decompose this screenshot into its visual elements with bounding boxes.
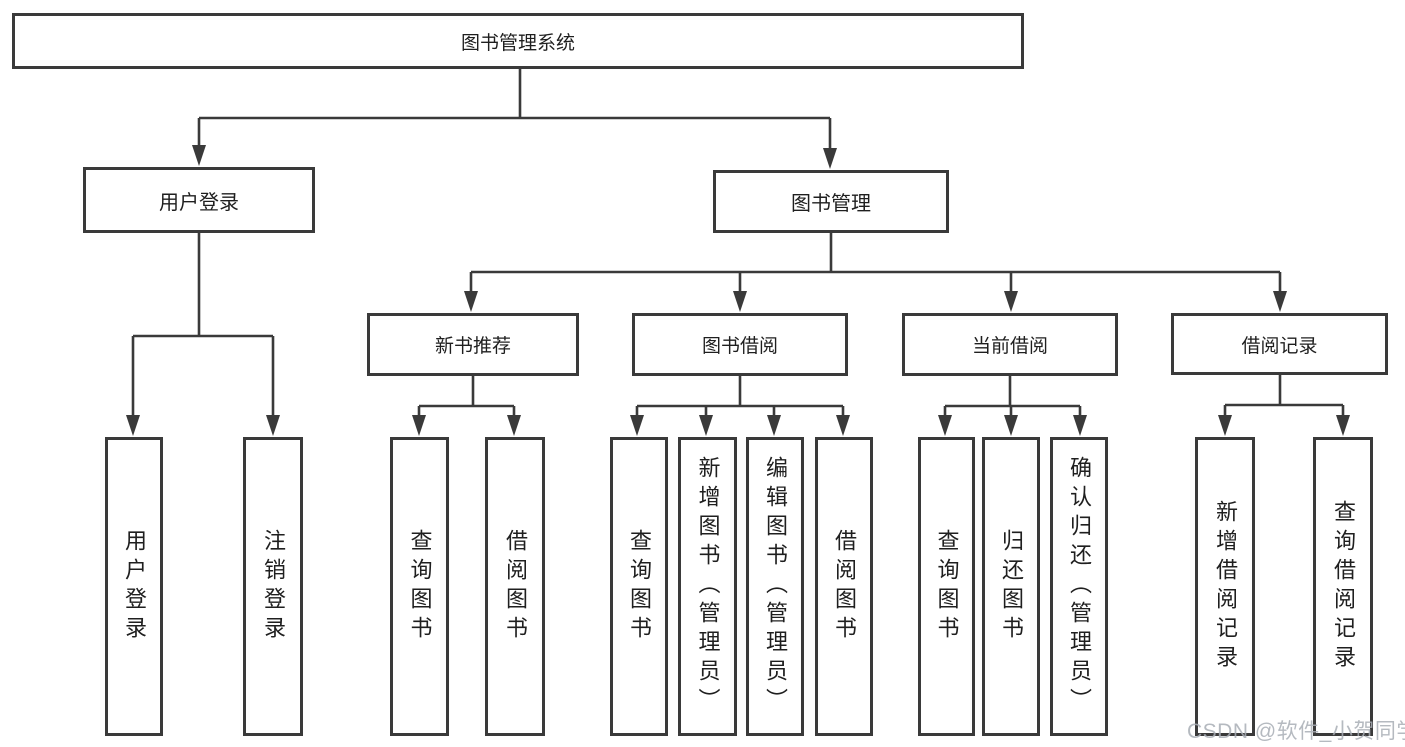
node-book-borrowing: 图书借阅	[632, 313, 848, 376]
node-borrowing-records-label: 借阅记录	[1241, 335, 1318, 357]
node-new-book-recommendation: 新书推荐	[367, 313, 579, 376]
leaf-borrow-books-recommend: 借阅图书	[485, 437, 545, 736]
leaf-query-books-borrow: 查询图书	[610, 437, 668, 736]
leaf-logout: 注销登录	[243, 437, 303, 736]
leaf-query-books-recommend: 查询图书	[390, 437, 449, 736]
leaf-query-books-current: 查询图书	[918, 437, 975, 736]
leaf-edit-book-admin-label: 编辑图书（管理员）	[763, 456, 788, 717]
leaf-borrow-books-recommend-label: 借阅图书	[503, 528, 528, 645]
leaf-user-login-label: 用户登录	[122, 528, 147, 645]
node-borrowing-records: 借阅记录	[1171, 313, 1388, 375]
node-library-management-system-label: 图书管理系统	[460, 32, 575, 54]
leaf-confirm-return-admin: 确认归还（管理员）	[1050, 437, 1108, 736]
leaf-user-login: 用户登录	[105, 437, 163, 736]
leaf-confirm-return-admin-label: 确认归还（管理员）	[1067, 456, 1092, 717]
leaf-return-book: 归还图书	[982, 437, 1040, 736]
node-book-borrowing-label: 图书借阅	[701, 336, 778, 357]
node-new-book-recommendation-label: 新书推荐	[434, 336, 511, 357]
leaf-add-borrow-record-label: 新增借阅记录	[1213, 499, 1238, 674]
node-book-management: 图书管理	[713, 170, 949, 233]
node-user-login: 用户登录	[83, 167, 315, 233]
leaf-query-books-borrow-label: 查询图书	[627, 528, 652, 645]
leaf-borrow-books-label: 借阅图书	[832, 528, 857, 645]
leaf-edit-book-admin: 编辑图书（管理员）	[746, 437, 804, 736]
leaf-return-book-label: 归还图书	[999, 528, 1024, 645]
node-current-borrowing: 当前借阅	[902, 313, 1118, 376]
csdn-watermark: CSDN @软件_小贺同学	[1187, 720, 1405, 743]
leaf-add-book-admin-label: 新增图书（管理员）	[695, 456, 721, 717]
node-library-management-system: 图书管理系统	[12, 13, 1024, 69]
leaf-query-books-current-label: 查询图书	[934, 528, 960, 645]
node-user-login-label: 用户登录	[159, 191, 239, 214]
leaf-logout-label: 注销登录	[261, 528, 286, 645]
leaf-borrow-books: 借阅图书	[815, 437, 873, 736]
leaf-query-borrow-record: 查询借阅记录	[1313, 437, 1373, 736]
leaf-add-book-admin: 新增图书（管理员）	[678, 437, 737, 736]
leaf-query-books-recommend-label: 查询图书	[407, 528, 433, 645]
node-current-borrowing-label: 当前借阅	[971, 336, 1048, 357]
node-book-management-label: 图书管理	[791, 193, 871, 215]
leaf-query-borrow-record-label: 查询借阅记录	[1331, 499, 1356, 674]
leaf-add-borrow-record: 新增借阅记录	[1195, 437, 1255, 736]
